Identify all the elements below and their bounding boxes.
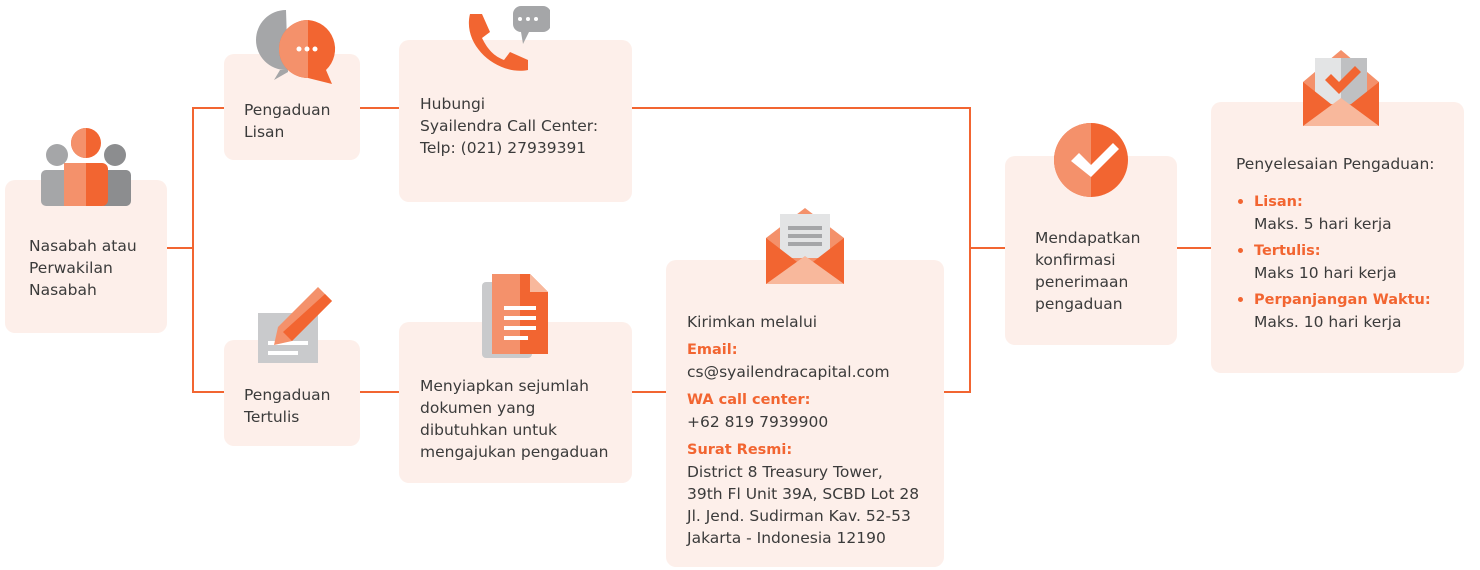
address-line: Jakarta - Indonesia 12190	[687, 529, 886, 547]
konfirmasi-text: Mendapatkan	[1035, 229, 1141, 247]
hubungi-text: Hubungi	[420, 95, 486, 113]
konfirmasi-text: penerimaan	[1035, 273, 1129, 291]
list-item: Lisan: Maks. 5 hari kerja	[1236, 191, 1464, 235]
list-item: Perpanjangan Waktu: Maks. 10 hari kerja	[1236, 289, 1464, 333]
kirimkan-box: Kirimkan melalui Email: cs@syailendracap…	[666, 260, 944, 567]
lisan-text: Pengaduan	[244, 101, 331, 119]
connector	[632, 391, 666, 393]
connector	[944, 391, 971, 393]
item-label: Lisan:	[1254, 194, 1303, 210]
hubungi-text: Syailendra Call Center:	[420, 117, 599, 135]
hubungi-phone[interactable]: Telp: (021) 27939391	[420, 139, 587, 157]
document-icon	[482, 274, 548, 358]
konfirmasi-text: pengaduan	[1035, 295, 1123, 313]
connector	[632, 107, 971, 109]
item-value: Maks 10 hari kerja	[1254, 264, 1397, 282]
penyelesaian-list: Lisan: Maks. 5 hari kerja Tertulis: Maks 1…	[1236, 191, 1464, 333]
surat-label: Surat Resmi:	[687, 442, 793, 458]
item-value: Maks. 10 hari kerja	[1254, 313, 1402, 331]
tertulis-text: Tertulis	[244, 408, 300, 426]
address-line: Jl. Jend. Sudirman Kav. 52-53	[687, 507, 911, 525]
kirimkan-title: Kirimkan melalui	[687, 313, 818, 331]
nasabah-text: Nasabah	[29, 281, 97, 299]
list-item: Tertulis: Maks 10 hari kerja	[1236, 240, 1464, 284]
email-link[interactable]: cs@syailendracapital.com	[687, 363, 890, 381]
connector	[192, 391, 224, 393]
connector	[969, 247, 1005, 249]
penyelesaian-box: Penyelesaian Pengaduan: Lisan: Maks. 5 ha…	[1211, 102, 1464, 373]
penyelesaian-title: Penyelesaian Pengaduan:	[1236, 155, 1435, 173]
address-line: 39th Fl Unit 39A, SCBD Lot 28	[687, 485, 920, 503]
connector	[969, 107, 971, 393]
connector	[360, 391, 399, 393]
pencil-paper-icon	[258, 287, 332, 363]
email-label: Email:	[687, 342, 738, 358]
chat-bubbles-icon	[256, 10, 336, 84]
connector	[360, 107, 399, 109]
connector	[192, 107, 194, 393]
lisan-text: Lisan	[244, 123, 285, 141]
nasabah-text: Perwakilan	[29, 259, 113, 277]
people-icon	[41, 128, 131, 206]
item-label: Perpanjangan Waktu:	[1254, 292, 1431, 308]
nasabah-text: Nasabah atau	[29, 237, 137, 255]
item-label: Tertulis:	[1254, 243, 1321, 259]
menyiapkan-text: mengajukan pengaduan	[420, 443, 609, 461]
wa-label: WA call center:	[687, 392, 811, 408]
phone-icon	[468, 6, 550, 71]
envelope-check-icon	[1303, 50, 1379, 126]
menyiapkan-text: dokumen yang	[420, 399, 536, 417]
wa-number[interactable]: +62 819 7939900	[687, 413, 829, 431]
konfirmasi-text: konfirmasi	[1035, 251, 1116, 269]
connector	[192, 107, 224, 109]
connector	[167, 247, 194, 249]
item-value: Maks. 5 hari kerja	[1254, 215, 1392, 233]
tertulis-text: Pengaduan	[244, 386, 331, 404]
envelope-letter-icon	[766, 208, 844, 284]
menyiapkan-text: dibutuhkan untuk	[420, 421, 558, 439]
check-circle-icon	[1054, 123, 1128, 197]
connector	[1177, 247, 1211, 249]
menyiapkan-text: Menyiapkan sejumlah	[420, 377, 589, 395]
address-line: District 8 Treasury Tower,	[687, 463, 883, 481]
call-center-box: Hubungi Syailendra Call Center: Telp: (0…	[399, 40, 632, 202]
